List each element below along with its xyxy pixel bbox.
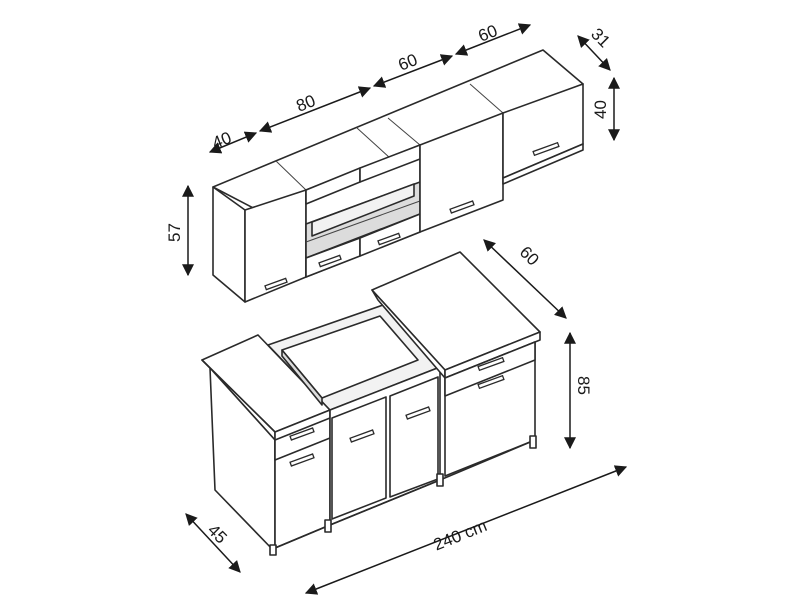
door-handle xyxy=(449,200,475,214)
countertop-right-front-edge xyxy=(444,331,541,379)
label-31-depth: 31 xyxy=(587,24,614,51)
leg xyxy=(269,544,277,556)
dim-line-45-depth xyxy=(185,513,241,573)
label-40-top: 40 xyxy=(210,128,235,153)
dim-line-60-depth xyxy=(483,239,567,319)
label-60b-top: 60 xyxy=(476,21,501,46)
label-60-depth: 60 xyxy=(516,243,543,270)
flap-handle xyxy=(532,141,560,157)
label-240-width: 240 cm xyxy=(431,516,490,555)
label-85-height: 85 xyxy=(574,376,593,395)
drawer-handle xyxy=(289,427,315,441)
open-shelf-back xyxy=(311,183,415,237)
label-57-height: 57 xyxy=(165,223,184,242)
sink-basin-wall xyxy=(281,349,323,406)
wall-cabinet-left-side xyxy=(212,186,246,303)
label-60a-top: 60 xyxy=(396,50,421,75)
dim-line-60a-top xyxy=(372,54,454,88)
sink-cabinet-door-right xyxy=(389,376,439,498)
door-handle xyxy=(264,277,288,291)
door-handle xyxy=(405,406,431,420)
drawer-handle xyxy=(318,254,342,268)
base-cabinet-right-drawer xyxy=(444,341,536,397)
door-handle xyxy=(289,453,315,467)
wall-cabinet-underside xyxy=(502,143,584,185)
drawer-handle xyxy=(477,356,505,372)
leg xyxy=(529,435,537,449)
wall-cabinets xyxy=(212,49,584,303)
dim-line-40-top xyxy=(208,131,258,154)
dimension-lines xyxy=(182,23,628,595)
dim-line-60b-top xyxy=(454,23,532,56)
dim-line-240-width xyxy=(304,465,628,595)
leg xyxy=(436,473,444,487)
label-45-depth: 45 xyxy=(204,521,231,548)
door-handle xyxy=(477,374,505,390)
dim-line-80-top xyxy=(258,86,372,133)
sink-cabinet-door-left xyxy=(331,396,387,520)
door-handle xyxy=(349,429,375,443)
wall-cabinet-60-door xyxy=(419,112,504,233)
label-40-height: 40 xyxy=(591,100,610,119)
dim-line-31-depth xyxy=(577,35,611,71)
drawer-handle xyxy=(377,232,401,246)
leg xyxy=(324,519,332,533)
label-80-top: 80 xyxy=(294,91,319,116)
